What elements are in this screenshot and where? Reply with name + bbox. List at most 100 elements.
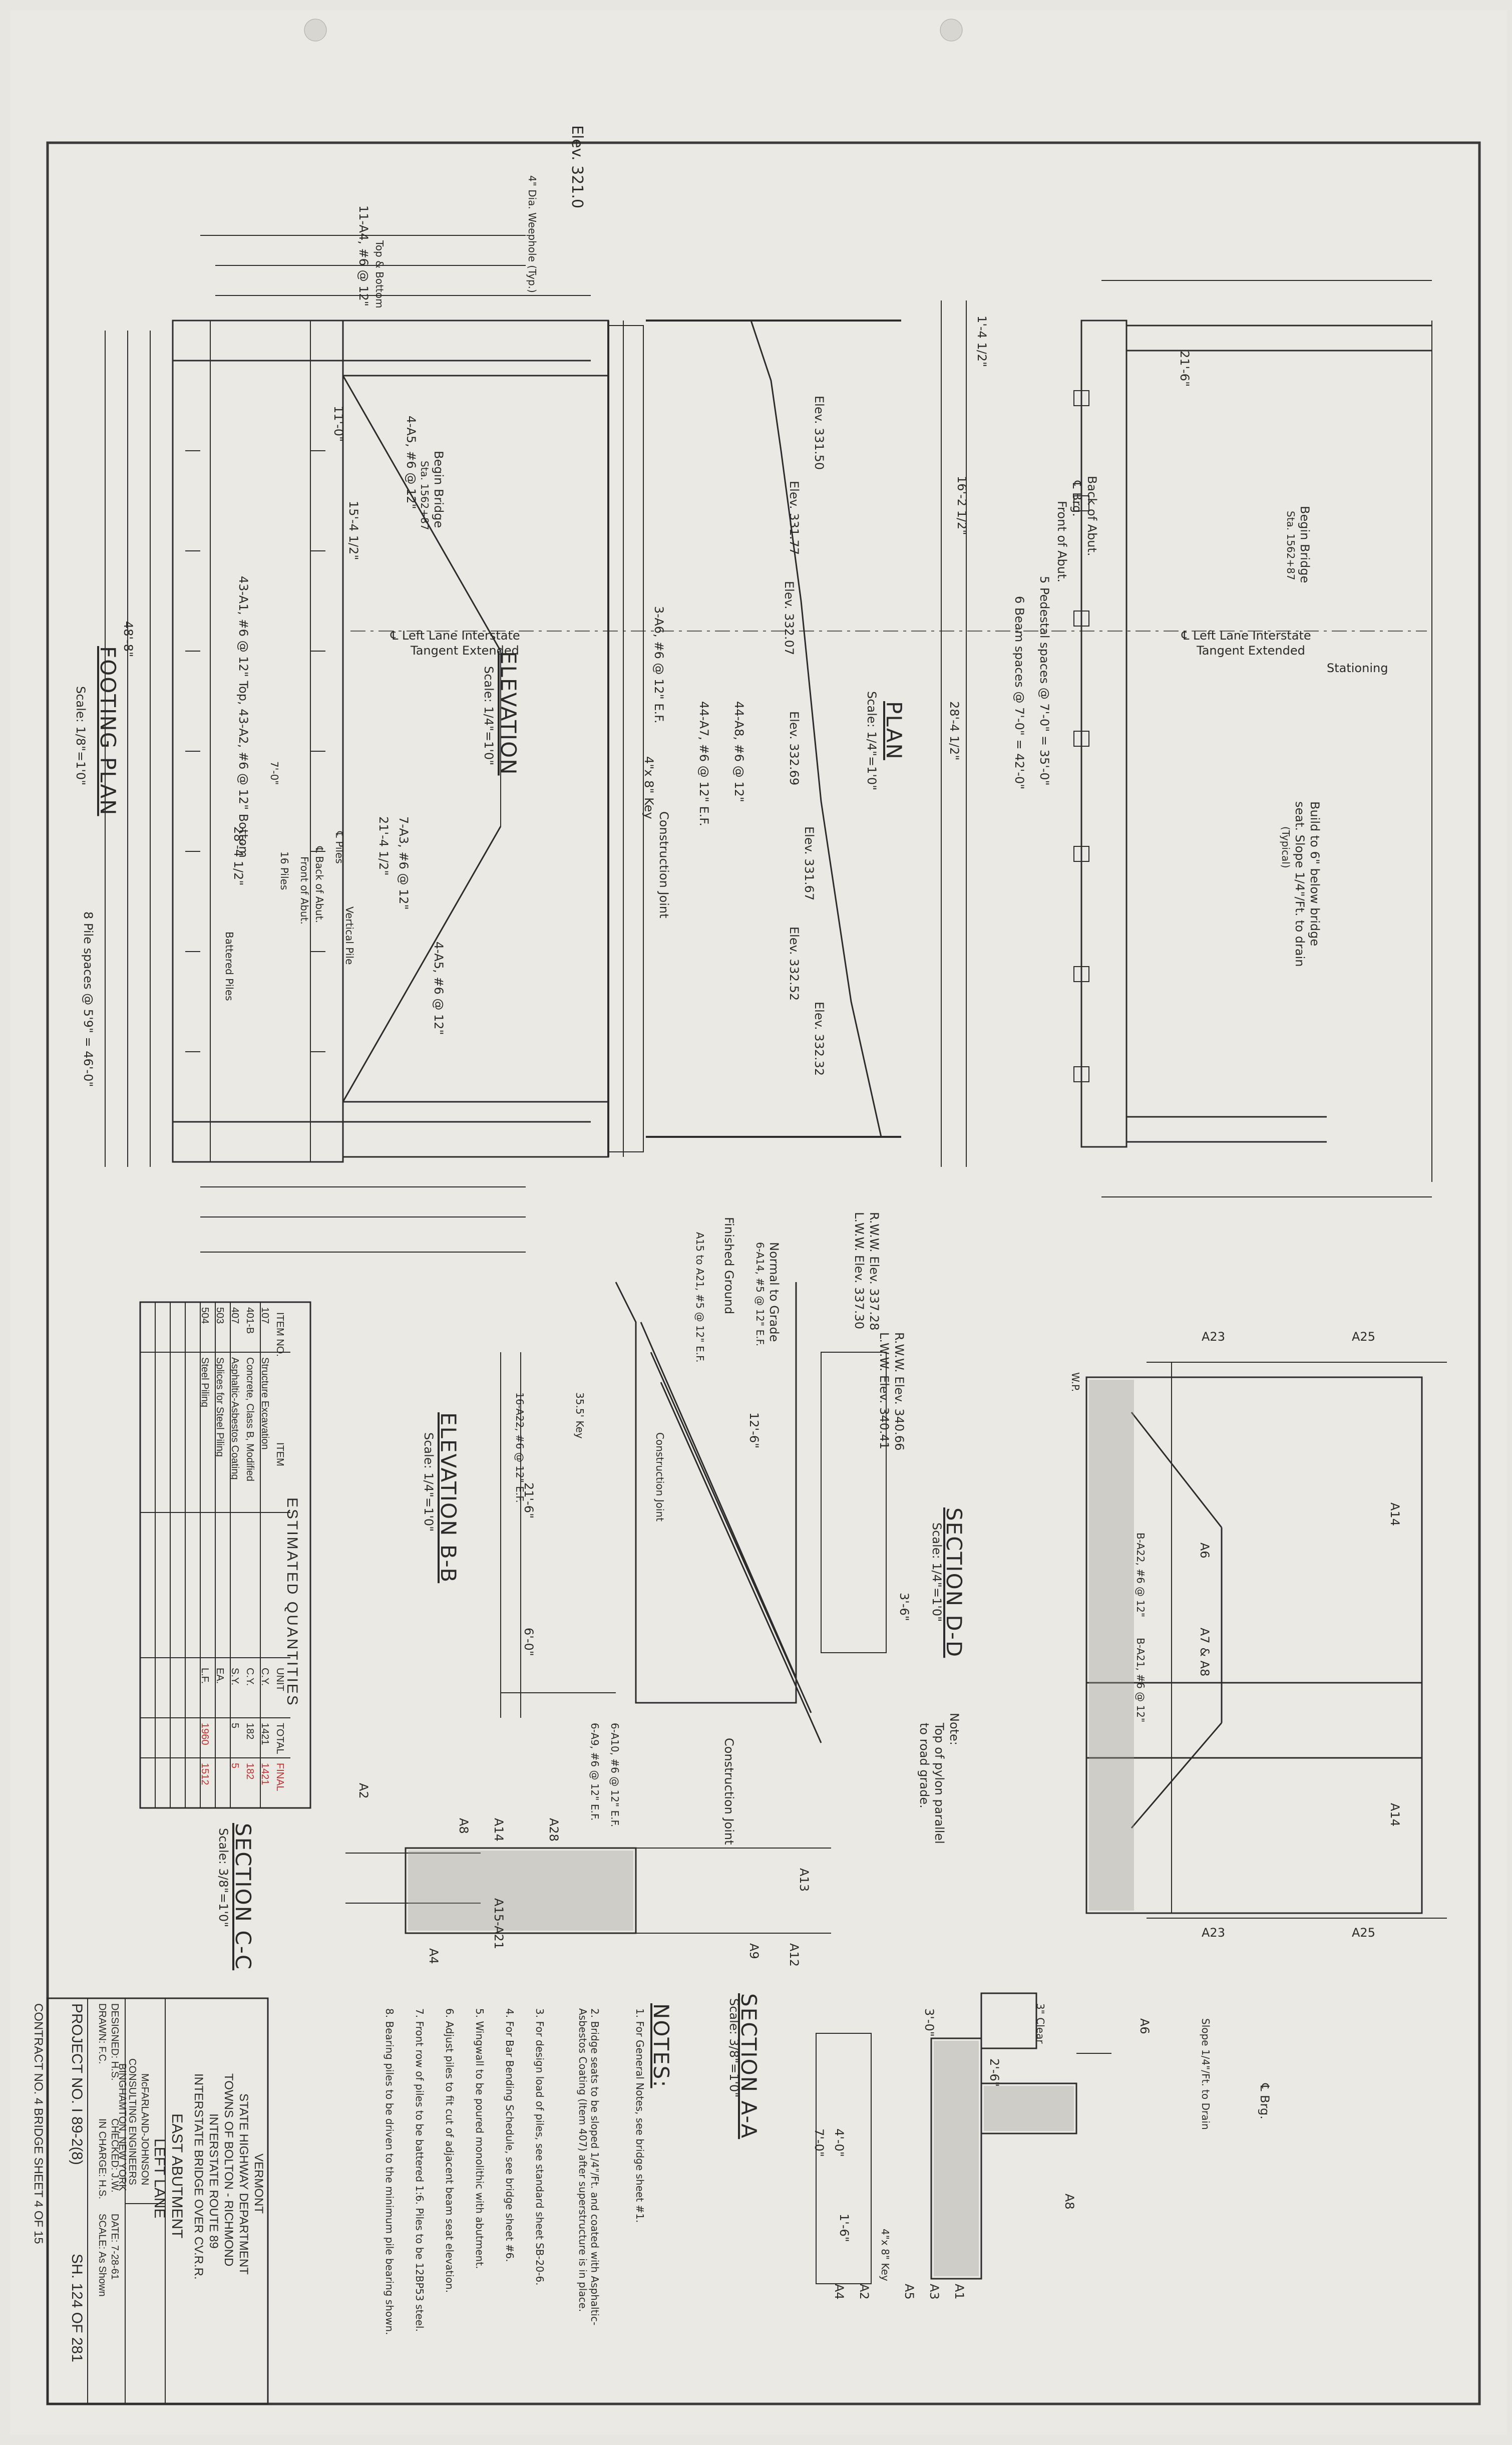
dd-note-2: to road grade. (917, 1723, 931, 1808)
tb-bridge: INTERSTATE BRIDGE OVER CV.R.R. (192, 2073, 205, 2280)
note-4: 4. For Bar Bending Schedule, see bridge … (504, 2008, 516, 2262)
seat-label: seat. Slope 1/4"/Ft. to drain (1293, 801, 1307, 967)
aa-label-a3: A3 (927, 2284, 941, 2300)
plan-e5: Elev. 331.67 (802, 826, 816, 901)
station-plan: Sta. 1562+87 (1285, 511, 1297, 580)
footing-scale: Scale: 1/8"=1'0" (74, 686, 88, 786)
bb-key: 35.5' Key (574, 1392, 586, 1439)
footing-title: FOOTING PLAN (96, 646, 120, 816)
plan-e1: Elev. 331.50 (812, 396, 826, 470)
tangent-label-elev: Tangent Extended (411, 644, 519, 658)
elevation-bb-scale: Scale: 1/4"=1'0" (422, 1432, 436, 1532)
section-dd-title: SECTION D-D (942, 1507, 966, 1658)
stationing-label: Stationing (1327, 661, 1388, 675)
q-row-0-item: Structure Excavation (259, 1357, 270, 1450)
bars-1-label: 4-A5, #6 @ 12" (404, 416, 418, 509)
finished-ground-label: Finished Ground (722, 1217, 736, 1315)
top-bottom-label: Top & Bottom (373, 240, 386, 309)
dd-note-1: Top of pylon parallel (932, 1723, 946, 1844)
q-row-4-item: Steel Piling (199, 1357, 210, 1408)
typical-label: (Typical) (1280, 826, 1292, 868)
q-header-item: ITEM (274, 1442, 285, 1466)
dd-rev-2: L.W.W. Elev. 340.41 (877, 1332, 891, 1450)
pedestal-label: 5 Pedestal spaces @ 7'-0" = 35'-0" (1037, 576, 1051, 786)
tb-abutment: EAST ABUTMENT (169, 2113, 185, 2239)
plan-e3: Elev. 332.07 (782, 581, 796, 656)
q-row-2-total: 5 (229, 1723, 240, 1729)
q-row-0-final: 1421 (259, 1763, 270, 1785)
cc-a2: A2 (356, 1783, 370, 1799)
q-row-3-item: Splices for Steel Piling (214, 1357, 225, 1457)
left-lane-label-elev: ℄ Left Lane Interstate (391, 629, 520, 643)
note-7: 7. Front row of piles to be battered 1:6… (414, 2008, 426, 2332)
aa-slope: Slope 1/4"/Ft. to Drain (1200, 2018, 1212, 2130)
aa-dim-2: 2'-6" (987, 2058, 1001, 2087)
front-abut-label-plan: Front of Abut. (1055, 501, 1069, 582)
elevation-title: ELEVATION (496, 651, 521, 776)
tb-towns: TOWNS OF BOLTON - RICHMOND (222, 2073, 235, 2267)
bars-4-label: 44-A8, #6 @ 12" (732, 701, 746, 802)
quantities-title: ESTIMATED QUANTITIES (284, 1497, 300, 1707)
plan-dim-14: 1'-4 1/2" (975, 316, 989, 368)
top-bar-label: 11-A4, #6 @ 12" (356, 205, 370, 307)
cc-a14: A14 (492, 1818, 506, 1842)
tb-state: VERMONT (252, 2154, 265, 2214)
cc-a12: A12 (787, 1943, 801, 1967)
cc-a28: A28 (547, 1818, 561, 1842)
q-row-1-final: 182 (244, 1763, 255, 1780)
tb-lane: LEFT LANE (151, 2138, 168, 2219)
q-header-unit: UNIT (274, 1668, 285, 1691)
tb-project: PROJECT NO. I 89-2(8) (69, 2003, 85, 2165)
dim-11-label: 11'-0" (331, 406, 345, 442)
tb-firm-2: CONSULTING ENGINEERS (127, 2058, 138, 2185)
q-row-4-final: 1512 (199, 1763, 210, 1785)
tb-scale: SCALE: As Shown (97, 2214, 108, 2297)
plan-dim-28: 28'-4 1/2" (947, 701, 961, 761)
aa-clear: 3" Clear (1034, 2003, 1046, 2044)
dim-15b-label: 15'-4 1/2" (346, 501, 360, 560)
aa-cl-brg: ℄ Brg. (1258, 2083, 1272, 2119)
dd-joint: Construction Joint (722, 1738, 736, 1845)
bb-bars-5: 6-A9, #6 @ 12" E.F. (589, 1723, 601, 1821)
aa-label-a4: A4 (832, 2284, 846, 2300)
tb-dept: STATE HIGHWAY DEPARTMENT (237, 2093, 250, 2275)
bb-bars-1: A15 to A21, #5 @ 12" E.F. (694, 1232, 706, 1363)
ww-a7: A7 & A8 (1198, 1628, 1212, 1677)
dd-rev-1: R.W.W. Elev. 340.66 (892, 1332, 906, 1451)
plan-e7: Elev. 332.32 (812, 1002, 826, 1076)
front-abut-label: Front of Abut. (298, 856, 310, 925)
q-row-2-unit: S.Y. (229, 1668, 240, 1686)
elevation-bb-title: ELEVATION B-B (436, 1412, 461, 1584)
back-abut-label: ℄ Back of Abut. (313, 846, 325, 923)
notes-title: NOTES: (649, 2003, 673, 2088)
ww-wp: W.P. (1069, 1372, 1081, 1392)
q-header-total: TOTAL (274, 1723, 285, 1754)
bb-dim-6: 6'-0" (522, 1628, 536, 1656)
ww-a25-top: A25 (1352, 1330, 1375, 1344)
cc-a4: A4 (427, 1948, 441, 1964)
q-row-4-total: 1960 (199, 1723, 210, 1745)
tb-route: INTERSTATE ROUTE 89 (207, 2113, 220, 2249)
q-row-1-item: Concrete, Class B, Modified (244, 1357, 255, 1481)
bars-a-label: 7-A3, #6 @ 12" (397, 816, 411, 910)
ww-a14-b: A14 (1388, 1803, 1402, 1826)
ww-bars-1: B-A22, #6 @ 12" (1135, 1533, 1147, 1618)
aa-key: 4"x 8" Key (879, 2229, 891, 2281)
q-row-0-unit: C.Y. (259, 1668, 270, 1686)
q-row-1-no: 401-B (244, 1307, 255, 1334)
aa-label-a1: A1 (952, 2284, 966, 2300)
q-row-0-total: 1421 (259, 1723, 270, 1745)
note-5: 5. Wingwall to be poured monolithic with… (474, 2008, 486, 2269)
left-lane-label-plan: ℄ Left Lane Interstate (1182, 629, 1311, 643)
cc-a8: A8 (457, 1818, 471, 1834)
bb-bars-4: 6-A10, #6 @ 12" E.F. (609, 1723, 621, 1827)
tangent-label-plan: Tangent Extended (1197, 644, 1305, 658)
ww-a25-bottom: A25 (1352, 1926, 1375, 1940)
station-label: Sta. 1562+87 (419, 461, 431, 530)
bb-bars-3: 16-A22, #6 @ 12" E.F. (514, 1392, 526, 1503)
bb-rev-1: R.W.W. Elev. 337.28 (867, 1212, 881, 1331)
q-row-2-no: 407 (229, 1307, 240, 1324)
plan-scale: Scale: 1/4"=1'0" (865, 691, 879, 791)
bars-5-label: 3-A6, #6 @ 12" E.F. (652, 606, 666, 724)
